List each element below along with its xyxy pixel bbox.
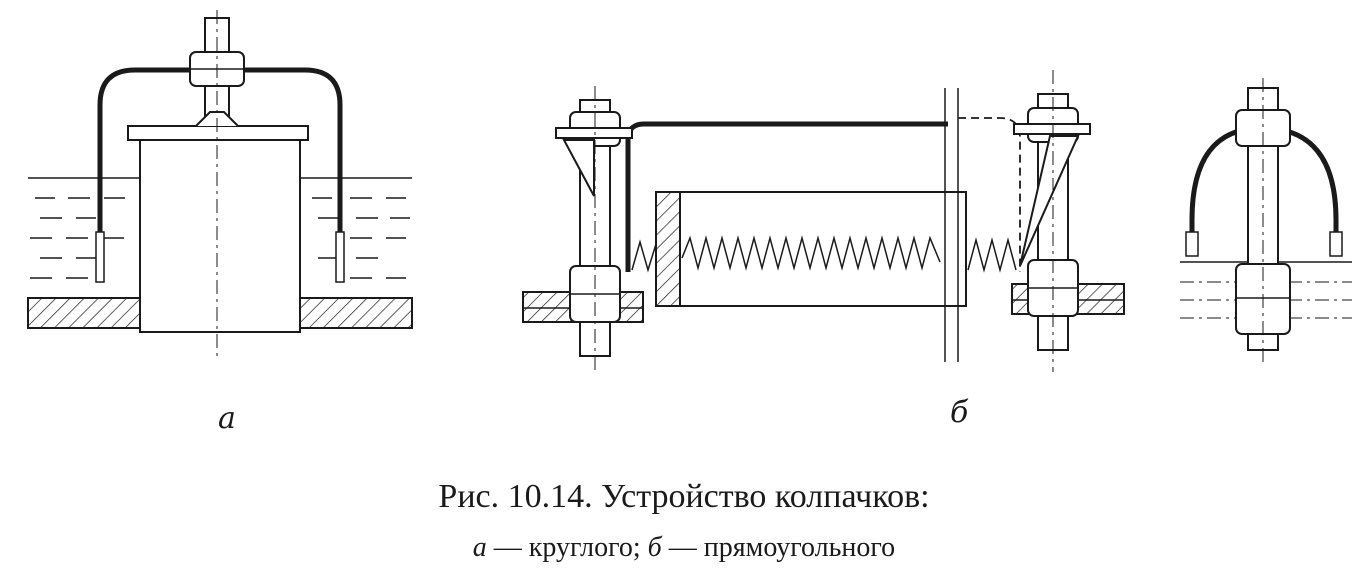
side-view-cap	[1180, 78, 1352, 364]
round-cap-view	[27, 10, 413, 360]
liquid-lines-right	[300, 177, 412, 279]
figure-caption-title: Рис. 10.14. Устройство колпачков:	[438, 478, 930, 515]
figure-caption-subtitle: а — круглого; б — прямоугольного	[0, 532, 1368, 564]
caption-text-a: — круглого;	[486, 532, 648, 563]
caption-letter-a: а	[472, 532, 487, 563]
cap-plate	[127, 125, 309, 141]
subfigure-label-a: а	[218, 401, 236, 436]
rectangular-cap-view	[522, 70, 1125, 372]
riser-wall	[655, 191, 681, 307]
serrated-edge	[681, 235, 941, 271]
caption-letter-b: б	[647, 532, 662, 563]
tray-plate-left	[27, 297, 141, 329]
bubble-cap-drawing	[27, 10, 1352, 372]
tray-plate-right	[299, 297, 413, 329]
riser-pipe	[139, 139, 301, 333]
liquid-lines-left	[28, 177, 140, 279]
subfigure-label-b: б	[950, 395, 969, 430]
caption-text-b: — прямоугольного	[661, 532, 896, 563]
